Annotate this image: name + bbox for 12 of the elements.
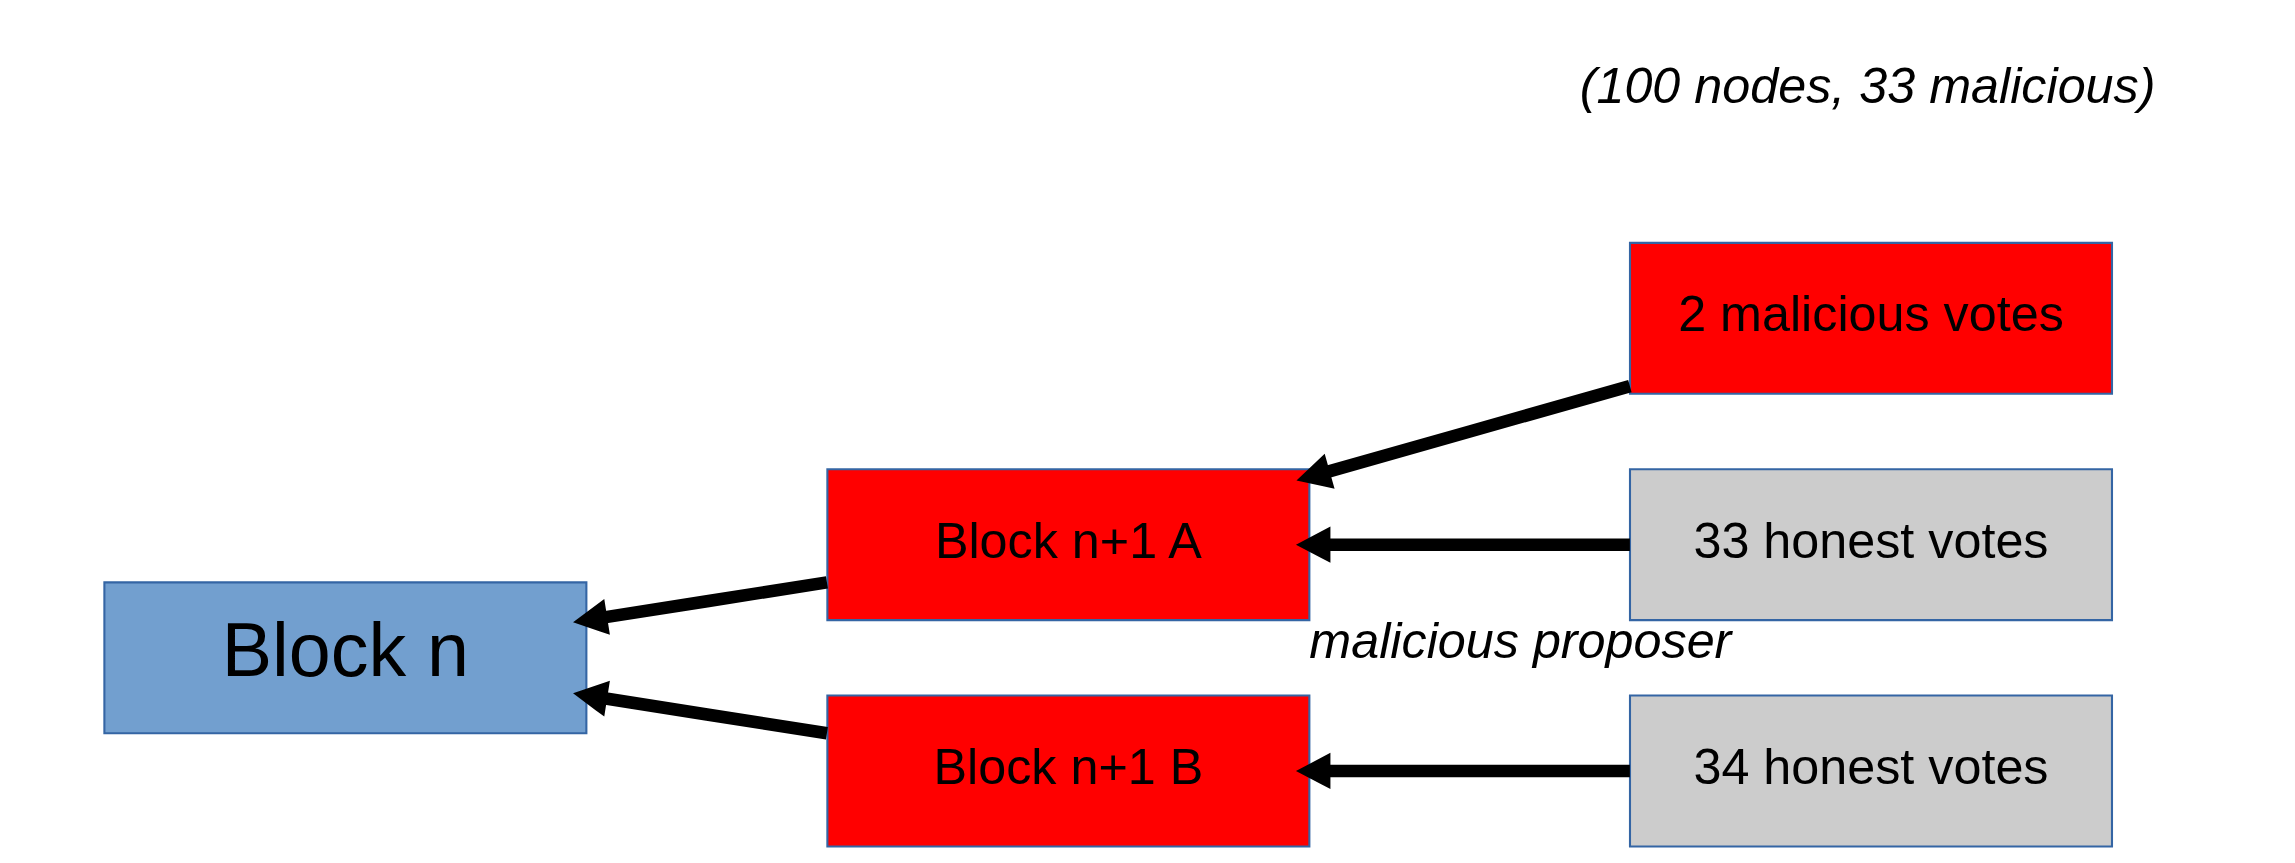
arrow [572, 576, 828, 635]
label: (100 nodes, 33 malicious) [1579, 56, 2155, 114]
node-box: Block n+1 B [825, 694, 1310, 848]
arrow [1295, 752, 1630, 790]
node-box: Block n [102, 581, 587, 735]
arrow [1295, 380, 1632, 489]
node-box: 34 honest votes [1628, 694, 2113, 848]
node-box: Block n+1 A [825, 468, 1310, 622]
arrow [572, 680, 828, 740]
arrow [1295, 526, 1630, 563]
node-box: 2 malicious votes [1628, 241, 2113, 395]
node-box: 33 honest votes [1628, 468, 2113, 622]
